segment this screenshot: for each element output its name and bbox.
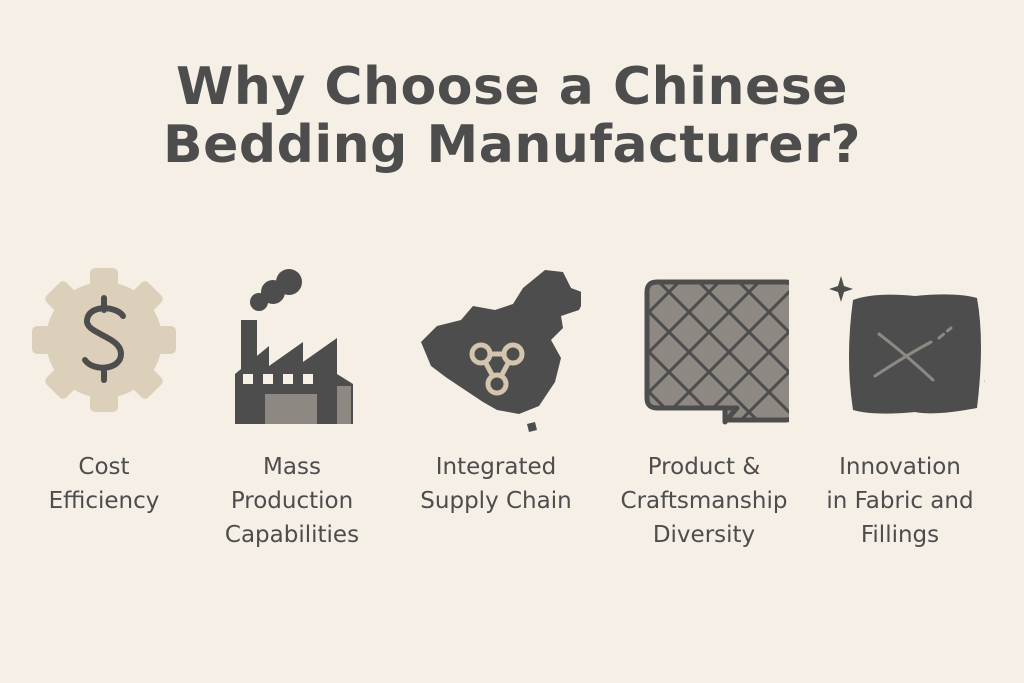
factory-icon (235, 269, 353, 424)
sparkle-icon (984, 380, 985, 382)
feature-label: Product & Craftsmanship Diversity (620, 454, 788, 548)
sparkle-icon (829, 276, 853, 302)
title-line-2: Bedding Manufacturer? (162, 115, 862, 175)
feature-innovation: Innovation in Fabric and Fillings (800, 262, 1000, 552)
feature-label: Integrated Supply Chain (420, 454, 572, 514)
feature-label: Cost Efficiency (48, 454, 160, 514)
quilted-fabric-icon (644, 279, 789, 425)
feature-product-diversity: Product & Craftsmanship Diversity (604, 262, 804, 552)
feature-mass-production: Mass Production Capabilities (192, 262, 392, 552)
feature-label: Mass Production Capabilities (224, 454, 360, 548)
page-title: Why Choose a Chinese Bedding Manufacture… (0, 58, 1024, 174)
dollar-gear-icon (32, 268, 176, 412)
feature-label: Innovation in Fabric and Fillings (826, 454, 974, 548)
feature-supply-chain: Integrated Supply Chain (396, 262, 596, 518)
china-map-network-icon (421, 270, 581, 432)
feature-cost-efficiency: Cost Efficiency (4, 262, 204, 518)
pillow-icon (829, 276, 985, 414)
feature-list: Cost Efficiency Mass Production Capabili… (0, 262, 1024, 562)
title-line-1: Why Choose a Chinese (175, 57, 849, 117)
